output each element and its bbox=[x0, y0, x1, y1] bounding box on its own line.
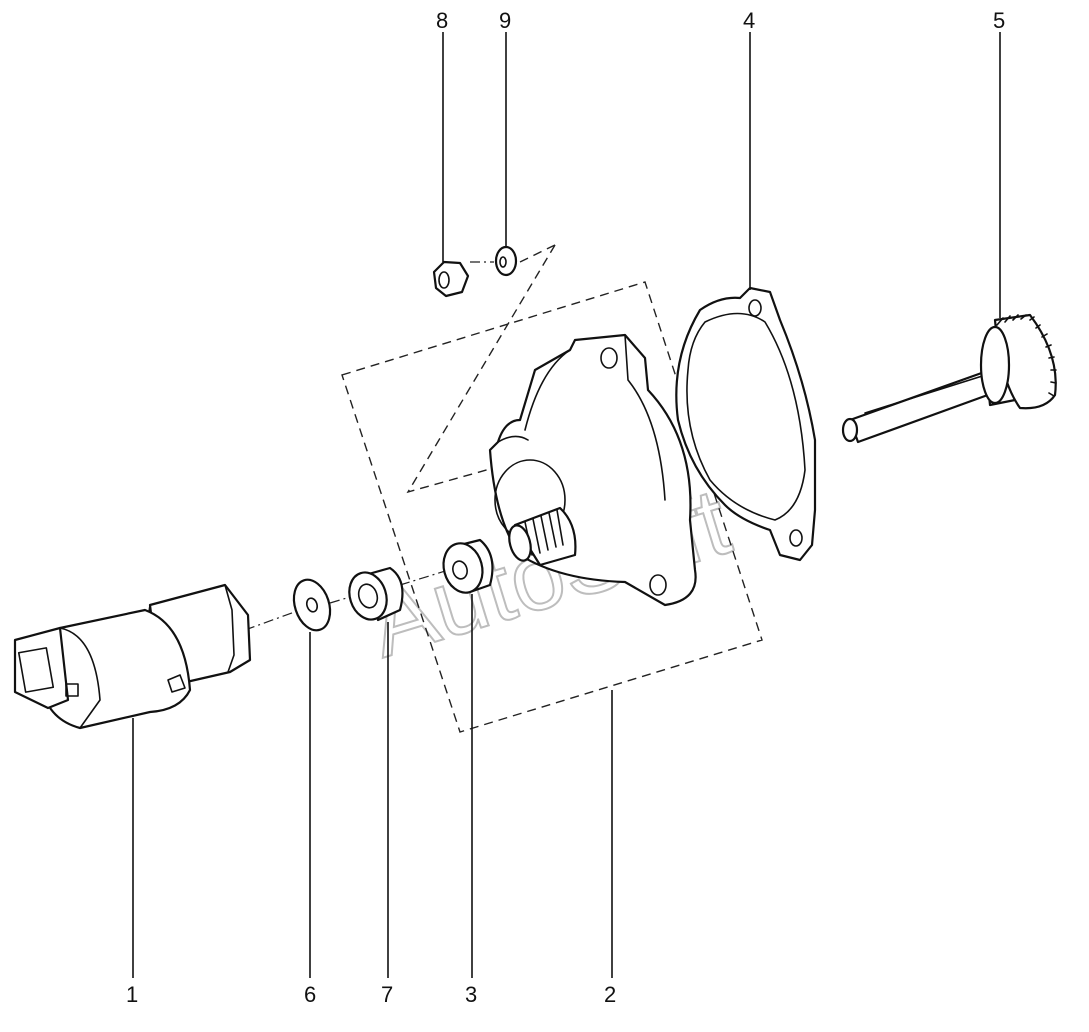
callout-1: 1 bbox=[126, 982, 138, 1007]
callout-6: 6 bbox=[304, 982, 316, 1007]
callout-7: 7 bbox=[381, 982, 393, 1007]
callout-9: 9 bbox=[499, 8, 511, 33]
callout-4: 4 bbox=[743, 8, 755, 33]
part-8-nut bbox=[432, 260, 470, 298]
part-6-washer bbox=[292, 578, 332, 632]
callout-3: 3 bbox=[465, 982, 477, 1007]
callout-8: 8 bbox=[436, 8, 448, 33]
part-7-seal bbox=[348, 566, 404, 622]
part-4-gasket bbox=[675, 286, 817, 562]
callout-2: 2 bbox=[604, 982, 616, 1007]
part-2-drive-housing bbox=[488, 333, 697, 607]
leader-lines bbox=[132, 32, 1001, 978]
part-3-o-ring bbox=[442, 538, 494, 594]
part-9-spring-washer bbox=[494, 245, 518, 277]
part-1-speed-sensor bbox=[13, 583, 252, 730]
callout-labels: 1 6 7 3 2 8 9 4 5 bbox=[126, 8, 1005, 1007]
part-5-gear-shaft bbox=[841, 313, 1057, 444]
callout-5: 5 bbox=[993, 8, 1005, 33]
